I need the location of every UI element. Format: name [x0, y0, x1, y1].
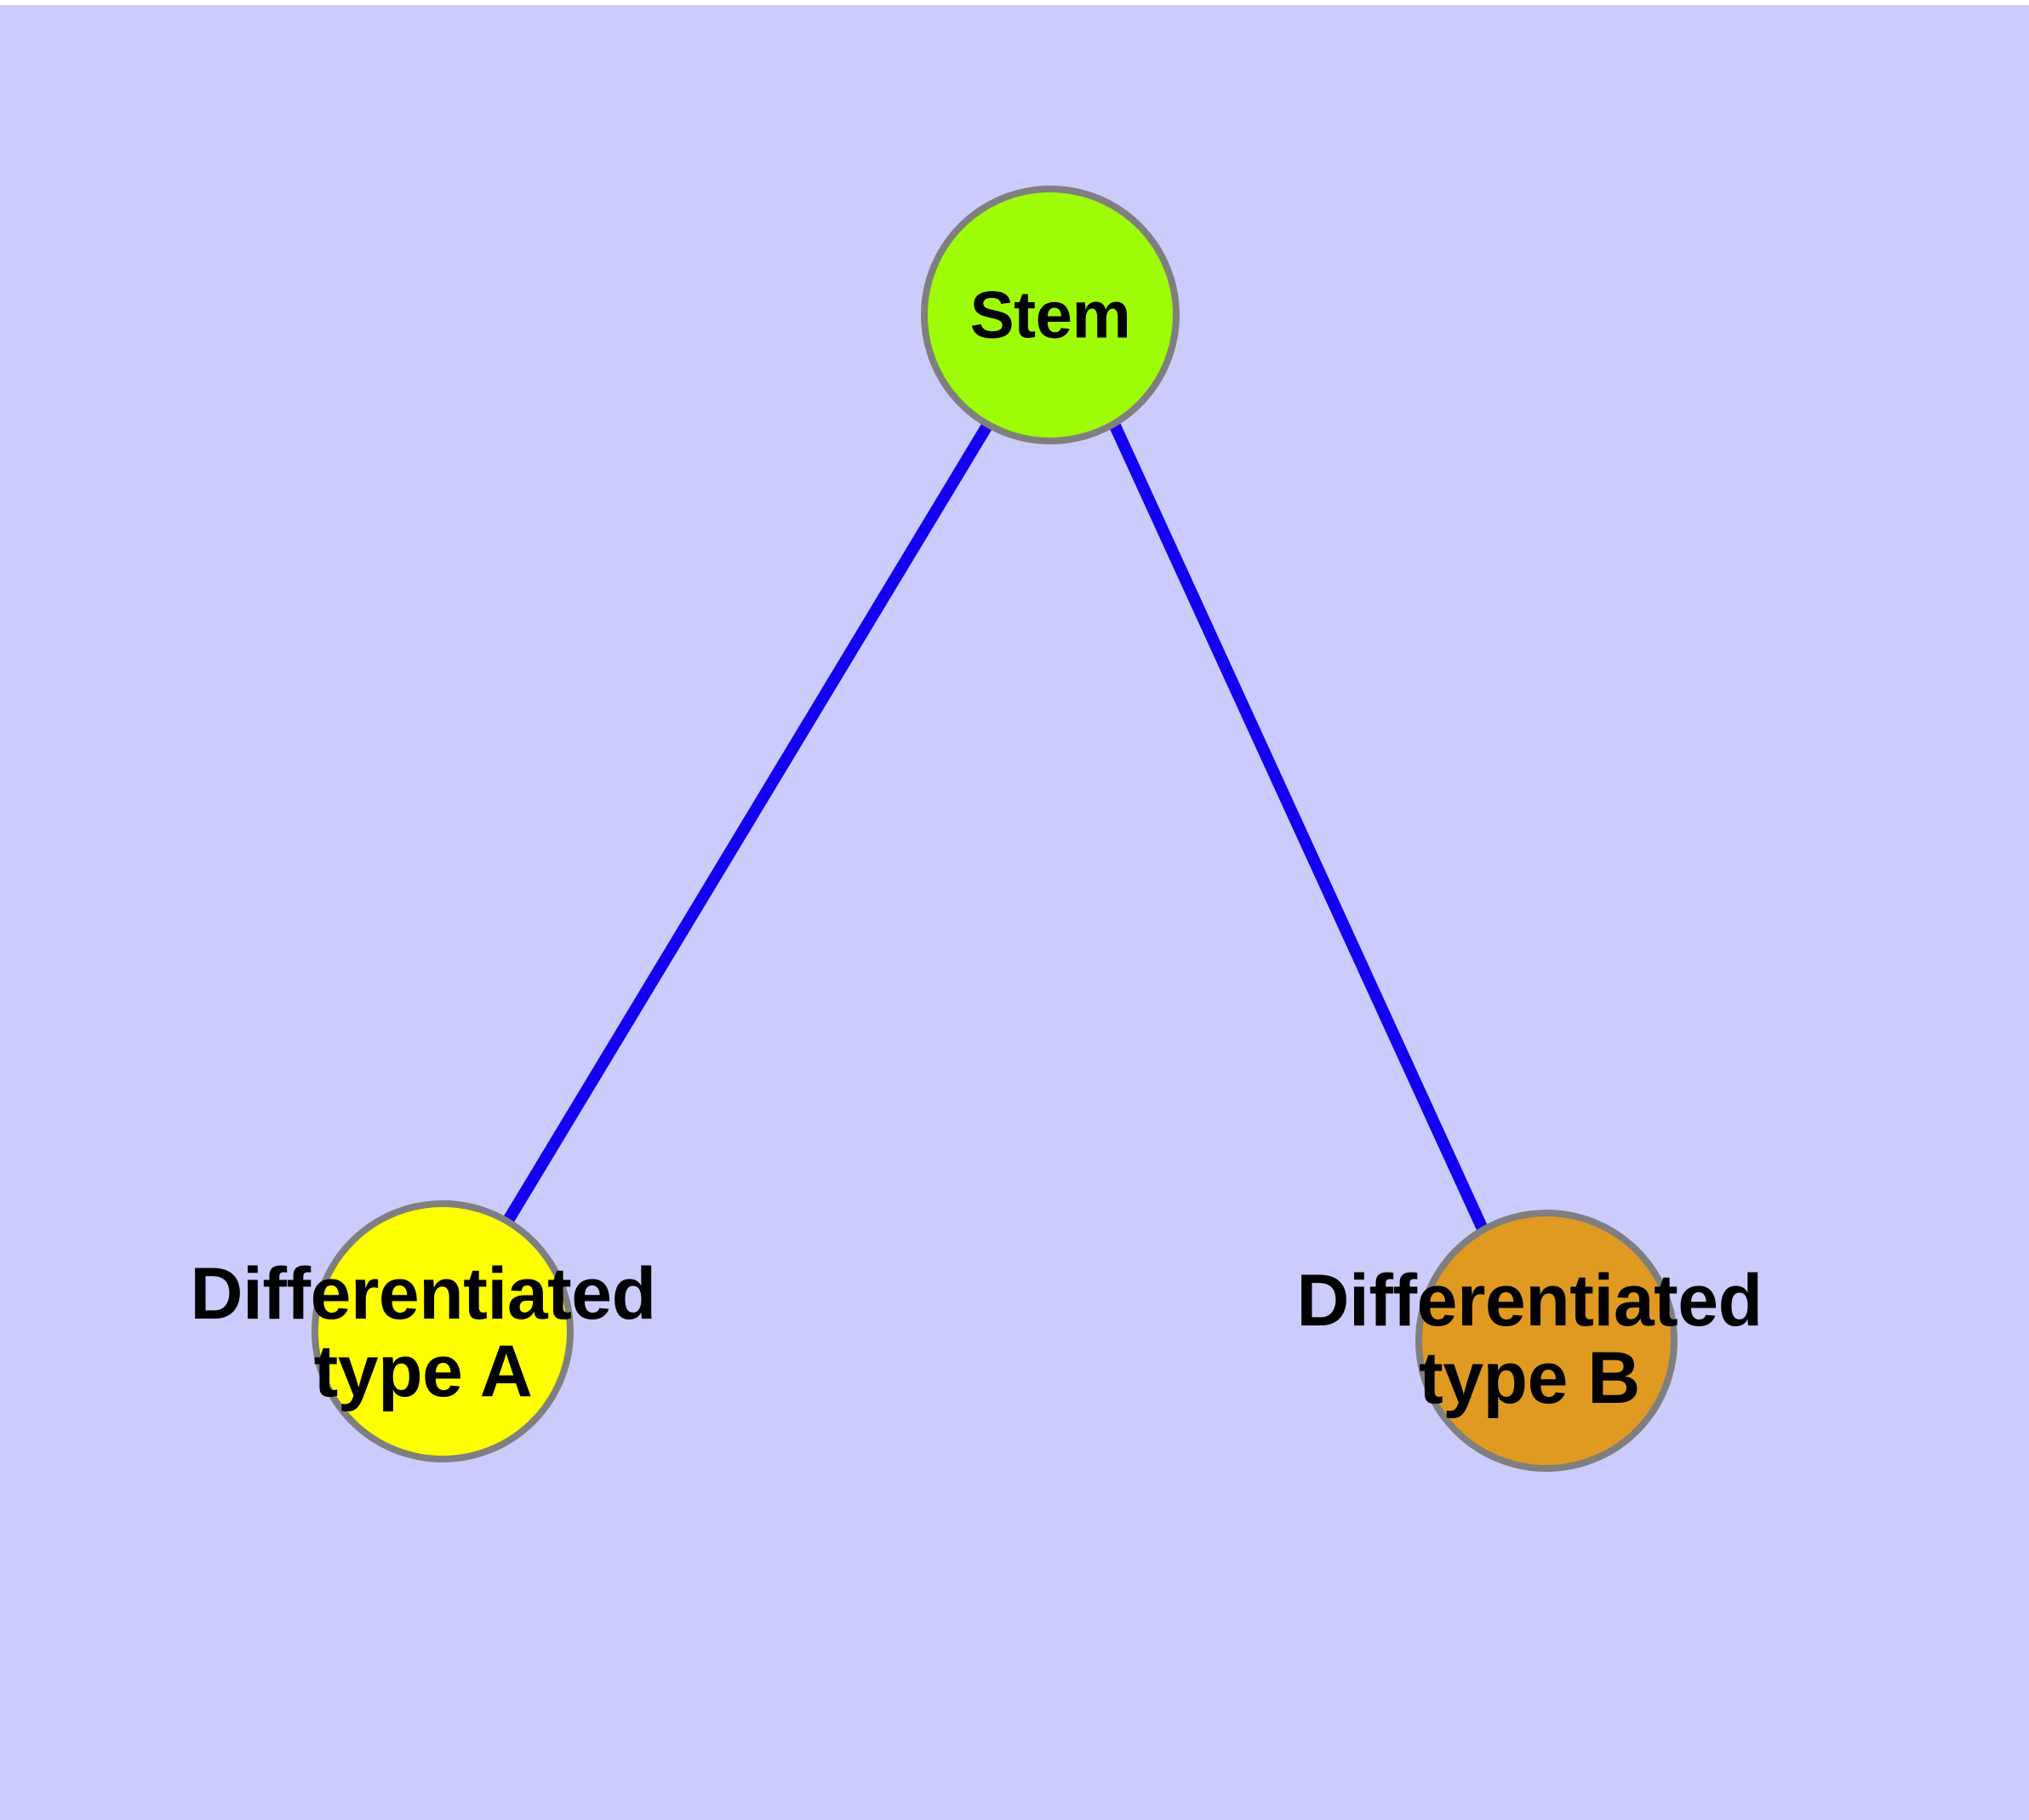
node-layer [311, 186, 1677, 1472]
node-differentiated-type-a[interactable] [311, 1200, 574, 1462]
edge-stem-to-differentiated-type-a[interactable] [499, 422, 992, 1231]
edge-stem-to-differentiated-type-b[interactable] [1109, 423, 1490, 1235]
node-differentiated-type-b[interactable] [1415, 1210, 1677, 1472]
edge-layer [499, 422, 1490, 1235]
node-stem[interactable] [921, 186, 1180, 444]
